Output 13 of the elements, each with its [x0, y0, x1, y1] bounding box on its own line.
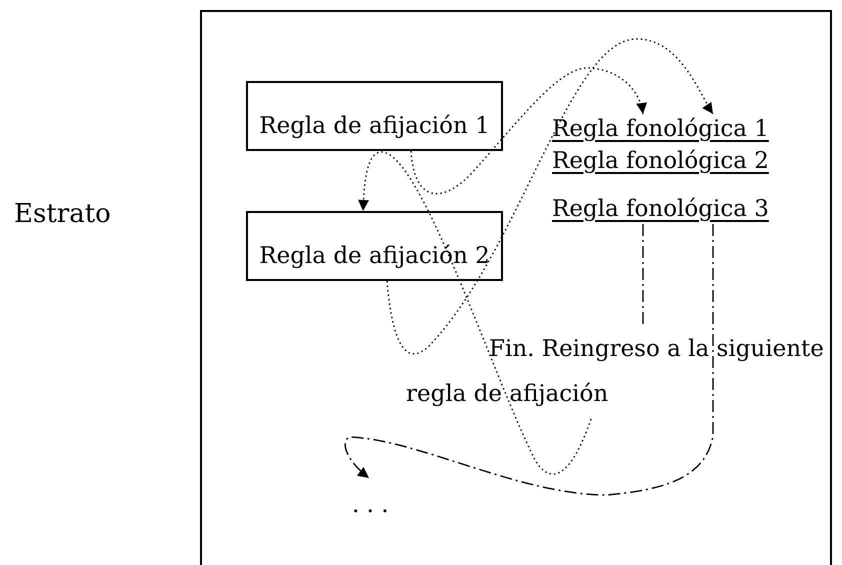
- dotted-arrow: [410, 67, 646, 194]
- end-note: Fin. Reingreso a la siguiente regla de afijación: [406, 335, 825, 409]
- rule-label: Regla de afijación 1: [259, 112, 490, 141]
- rule-text: Regla fonológica 2: [552, 147, 770, 176]
- rule-text: Regla fonológica 1: [551, 115, 770, 144]
- frame-label: Estrato: [14, 198, 111, 231]
- dash-dot-line: [642, 224, 644, 327]
- dotted-arrow: [386, 38, 714, 354]
- dotted-arrow: [358, 151, 592, 475]
- dash-dot-line: [344, 224, 714, 496]
- ellipsis-text: . . .: [352, 492, 389, 518]
- rule-text: Regla fonológica 3: [552, 195, 770, 224]
- rule-label: Regla de afijación 2: [259, 242, 490, 271]
